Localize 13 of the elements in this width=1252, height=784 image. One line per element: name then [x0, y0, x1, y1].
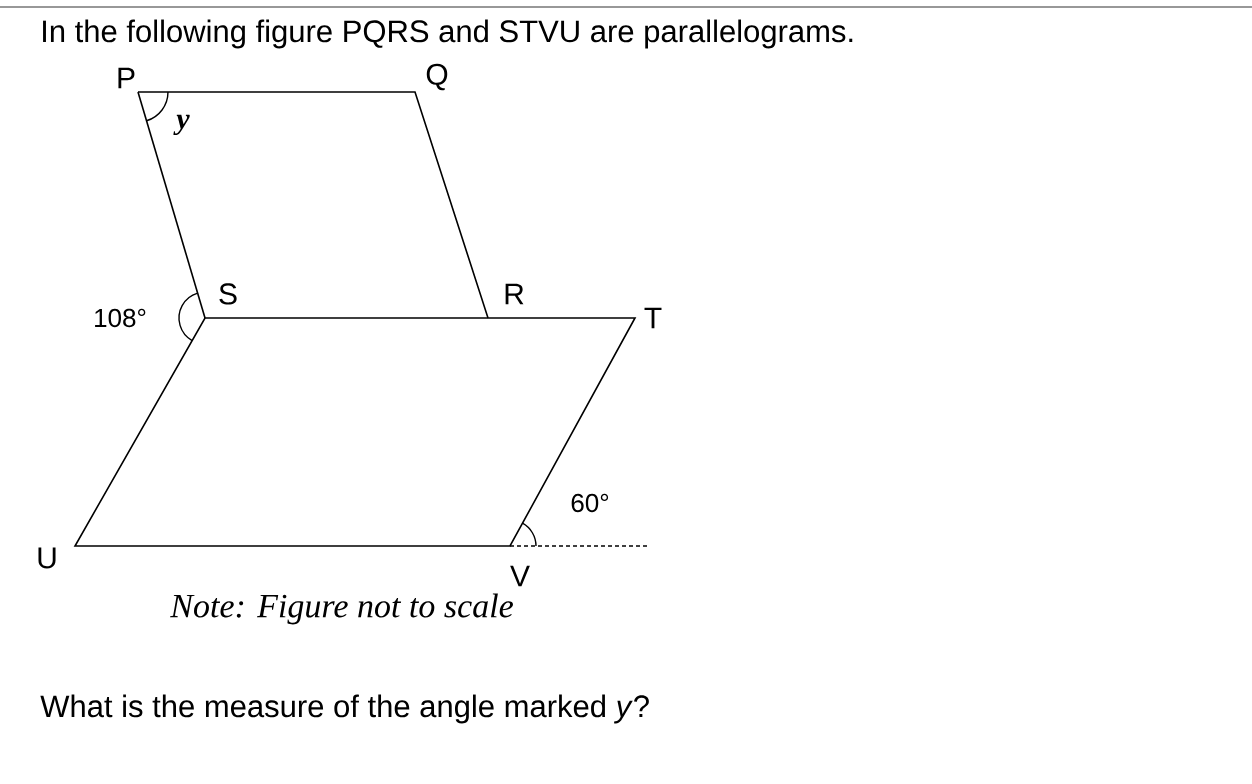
vertex-label: R — [505, 283, 524, 305]
vertex-label: Q — [426, 63, 448, 91]
angle-label: y — [173, 114, 190, 136]
vertex-label: T — [644, 307, 662, 329]
angle-label: 108° — [95, 308, 146, 328]
vertex-label: U — [38, 547, 56, 569]
vertex-label: P — [118, 67, 135, 89]
vertex-label: V — [510, 565, 530, 587]
vertex-label: S — [219, 283, 237, 305]
question: What is the measure of the angle marked y? — [40, 694, 649, 724]
title: In the following figure PQRS and STVU are parallelograms. — [43, 19, 853, 49]
note: Note: Figure not to scale — [170, 593, 513, 625]
angle-label: 60° — [571, 493, 609, 513]
